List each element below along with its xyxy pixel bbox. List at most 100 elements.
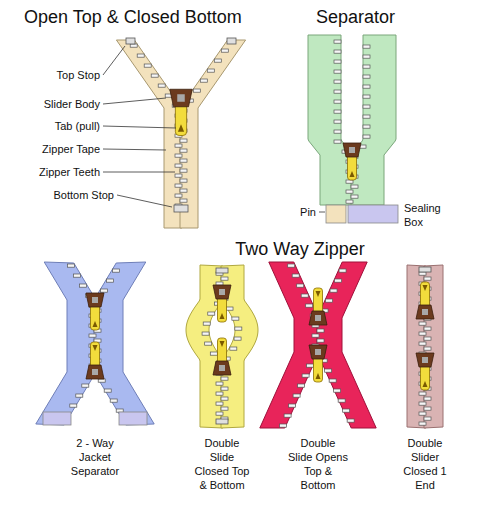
part-label: Sealing Box [404,201,452,229]
zipper-tape [36,262,96,425]
zipper-tooth [221,407,228,410]
zipper-tooth [110,399,117,402]
zipper-tooth [230,347,237,350]
tab-hole [316,291,321,297]
zipper-tooth [419,332,426,335]
zipper-tooth [334,60,341,63]
zipper-tooth [334,110,341,113]
part-label: Zipper Tape [0,142,100,156]
zipper-tooth [424,407,431,410]
slider-body [416,305,434,319]
zipper-tooth [221,277,228,280]
slider-body [86,365,104,379]
zipper-type-label: Double Slide Opens Top & Bottom [288,436,348,492]
slider [309,288,327,325]
zipper-tooth [180,169,187,172]
zipper-tooth [292,274,299,277]
zipper-tooth [419,412,426,415]
zipper-tooth [98,379,105,382]
zipper-tooth [210,352,217,355]
slider [86,342,104,379]
zipper-type-label: Double Slide Closed Top & Bottom [192,436,252,492]
leader-line [319,212,325,213]
zipper-tooth [424,337,431,340]
zipper [116,40,245,228]
slider [170,89,193,135]
tab-hole [93,321,98,327]
zipper-tooth [216,402,223,405]
zipper-tooth [307,364,314,367]
zipper-tooth [334,389,341,392]
zipper-tape [351,35,396,205]
part-label: Pin [270,205,316,219]
zipper-tooth [232,317,239,320]
zipper [260,262,376,428]
zipper-tooth [363,85,370,88]
zipper-tooth [301,294,308,297]
leader-line [103,46,125,75]
zipper-stop [174,205,188,212]
zipper-tooth [302,374,309,377]
zipper-tooth [351,185,358,188]
zipper-tooth [330,289,337,292]
slider [416,353,434,390]
slider-cap [92,297,98,303]
zipper-tooth [73,274,80,277]
zipper-tooth [226,307,233,310]
slider [213,285,231,322]
zipper-tooth [151,74,158,77]
zipper-tape [116,40,182,228]
zipper-tooth [419,342,426,345]
zipper-tooth [144,64,151,67]
zipper-tooth [113,269,120,272]
zipper-tooth [424,347,431,350]
slider-cap [177,94,185,102]
part-label: Top Stop [0,68,100,82]
zipper-tooth [67,264,74,267]
slider-cap [422,309,428,315]
zipper-tooth [306,304,313,307]
zipper-tooth [346,180,353,183]
zipper-tooth [180,149,187,152]
slider [416,282,434,319]
zipper-tooth [334,40,341,43]
slider-body [170,89,193,107]
slider-cap [219,365,225,371]
part-label: Tab (pull) [0,119,100,133]
zipper-tooth [326,299,333,302]
zipper-tooth [424,277,431,280]
slider-cap [315,315,321,321]
zipper-tooth [363,115,370,118]
zipper-tooth [325,369,332,372]
zipper-tooth [221,377,228,380]
zipper-tooth [221,387,228,390]
leader-line [103,98,166,104]
tab-hole [178,124,184,132]
zipper-tooth [346,190,353,193]
zipper-type-label: 2 - Way Jacket Separator [65,436,125,478]
end-box [43,412,71,425]
zipper-tooth [137,54,144,57]
zipper-stop [126,38,135,44]
zipper-tooth [419,392,426,395]
slider-body [309,345,327,359]
slider-body [309,311,327,325]
zipper [36,262,154,425]
zipper-tooth [235,327,242,330]
zipper [407,265,443,428]
zipper-tooth [180,179,187,182]
zipper-tooth [79,284,86,287]
slider-body [86,293,104,307]
zipper-tooth [200,79,207,82]
zipper-tooth [363,55,370,58]
slider-body [416,353,434,367]
zipper-tooth [280,424,287,427]
zipper-tooth [419,272,426,275]
zipper-tooth [101,289,108,292]
slider-cap [219,289,225,295]
slider-body [213,285,231,299]
zipper-tooth [338,399,345,402]
zipper-tooth [175,154,182,157]
zipper-tooth [216,382,223,385]
zipper-tooth [284,414,291,417]
